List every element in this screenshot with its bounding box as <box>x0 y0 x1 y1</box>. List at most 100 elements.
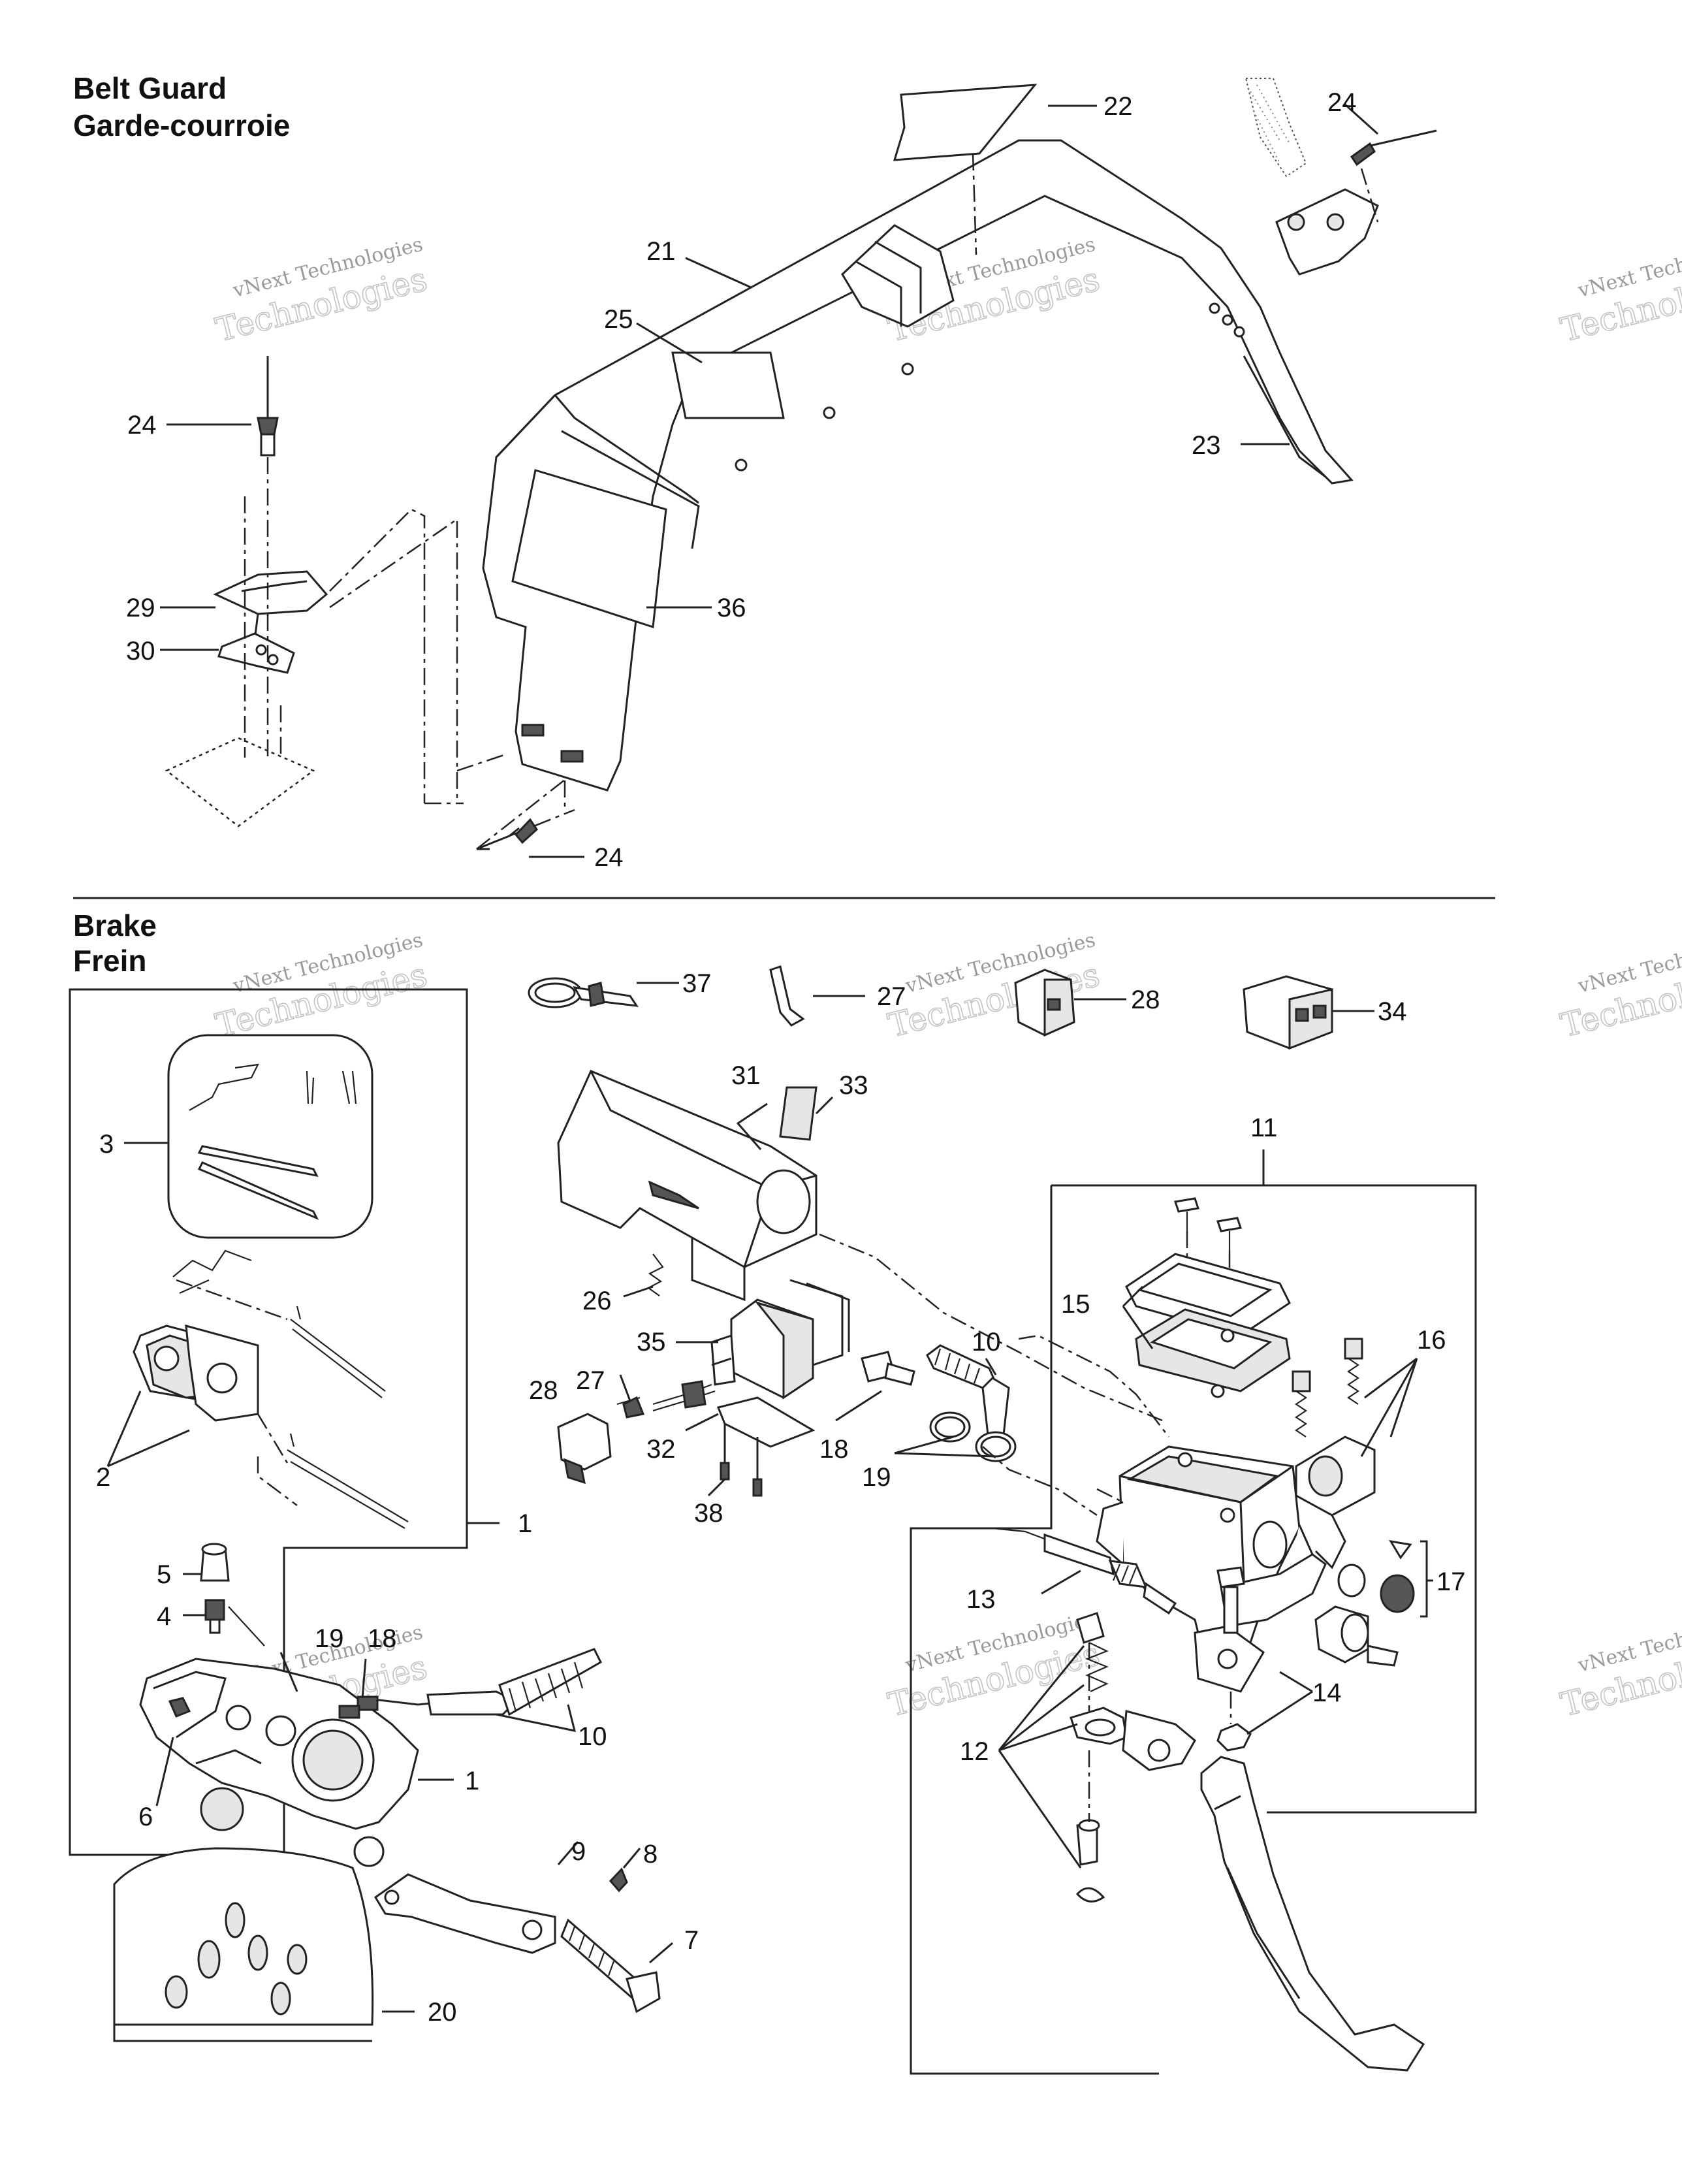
hole <box>901 362 914 376</box>
rivet-24-left <box>257 356 279 457</box>
belt-guard-assembly <box>165 78 1437 850</box>
callout-12: 12 <box>960 1737 989 1766</box>
callout-1: 1 <box>518 1509 532 1538</box>
pin-kit-parts <box>189 1063 357 1220</box>
master-cylinder-body <box>1096 1445 1327 1693</box>
callout-37: 37 <box>682 969 712 998</box>
callout-29: 29 <box>126 594 155 622</box>
guard-edge <box>495 394 556 458</box>
callout-38: 38 <box>694 1499 723 1528</box>
callout-18: 18 <box>819 1435 849 1464</box>
dash-line <box>244 457 282 758</box>
callout-14: 14 <box>1312 1678 1342 1707</box>
callout-26: 26 <box>582 1287 612 1315</box>
callout-30: 30 <box>126 637 155 666</box>
master-cylinder-box-lower <box>910 1185 1159 2075</box>
brake-title-fr: Frein <box>73 944 147 978</box>
clamp-screws-16 <box>1292 1338 1363 1437</box>
bracket-29 <box>213 570 328 615</box>
switch-housing-31 <box>557 1070 817 1302</box>
bleeder-cap-top <box>201 1543 227 1556</box>
callout-35: 35 <box>637 1328 666 1357</box>
handlebar-clamp <box>1295 1436 1376 1569</box>
callout-33: 33 <box>839 1071 868 1100</box>
plate-32 <box>716 1396 816 1448</box>
screws-38 <box>720 1424 763 1497</box>
callout-1: 1 <box>465 1767 479 1795</box>
callout-16: 16 <box>1417 1326 1446 1355</box>
callout-15: 15 <box>1061 1290 1090 1319</box>
callout-36: 36 <box>717 594 746 622</box>
callout-10: 10 <box>972 1328 1001 1357</box>
rivet-24-bottom <box>476 777 575 850</box>
callout-25: 25 <box>604 305 633 334</box>
bracket-hole <box>1287 213 1305 231</box>
brake-hose-lower <box>338 1648 602 1719</box>
dash-line <box>1360 168 1379 223</box>
belt-guard-title: Belt Guard <box>73 71 227 105</box>
callout-17: 17 <box>1436 1567 1466 1596</box>
belt-guard-title-fr: Garde-courroie <box>73 108 291 142</box>
callout-24: 24 <box>1327 88 1357 117</box>
callout-numbers: 22 24 21 25 24 23 36 29 30 24 37 27 28 3… <box>96 88 1466 2027</box>
connector-34 <box>1243 975 1333 1050</box>
callout-7: 7 <box>684 1926 699 1955</box>
brake-lever <box>1122 1710 1425 2072</box>
banjo-bolt-18-upper <box>861 1351 915 1386</box>
brake-title: Brake <box>73 908 157 942</box>
washers-19-upper <box>929 1411 1017 1462</box>
callout-34: 34 <box>1378 997 1407 1026</box>
guard-edge <box>554 394 699 504</box>
hole <box>255 644 267 656</box>
callout-9: 9 <box>571 1837 586 1866</box>
hole <box>823 406 836 419</box>
brake-pads <box>133 1249 259 1422</box>
callout-32: 32 <box>646 1435 676 1464</box>
terminal-27-lower <box>616 1380 716 1419</box>
callout-18: 18 <box>368 1624 397 1653</box>
caliper-bracket-9 <box>373 1873 556 1954</box>
callout-5: 5 <box>157 1560 171 1589</box>
washer-8 <box>609 1867 628 1893</box>
callout-10: 10 <box>578 1722 607 1751</box>
brake-light-switch-13 <box>992 1527 1177 1615</box>
callout-3: 3 <box>99 1130 114 1159</box>
top-clip <box>841 224 955 328</box>
brake-hose-upper <box>926 1344 1010 1448</box>
dash-line <box>972 153 977 255</box>
bracket-hole <box>1326 213 1344 231</box>
pad-pins <box>176 1279 409 1529</box>
spring-26 <box>646 1253 664 1296</box>
hole <box>1222 314 1233 326</box>
callout-19: 19 <box>315 1624 344 1653</box>
callout-22: 22 <box>1103 92 1133 121</box>
callout-20: 20 <box>428 1998 457 2027</box>
caliper-kit-box <box>69 988 468 1856</box>
bracket-23 <box>1275 188 1379 276</box>
dash-line <box>1018 1334 1169 1437</box>
pivot-bolt-14 <box>1216 1566 1252 1752</box>
cable-tie-37 <box>528 977 639 1008</box>
callout-6: 6 <box>138 1803 153 1831</box>
hole <box>1233 326 1245 338</box>
caliper-body <box>139 1658 419 1867</box>
leader <box>228 1606 265 1646</box>
decal-22 <box>893 84 1038 161</box>
lever-pivot-12 <box>1070 1612 1128 1903</box>
brake-disc-20 <box>113 1847 374 2042</box>
bleeder-screw-4 <box>204 1599 225 1634</box>
decal-25 <box>671 351 785 419</box>
decal-33 <box>779 1086 817 1141</box>
hole <box>1209 302 1220 314</box>
switch-35 <box>710 1279 850 1400</box>
reservoir-cover-15 <box>1125 1253 1291 1398</box>
callout-2: 2 <box>96 1463 110 1492</box>
rivet-24-top-right <box>1350 129 1437 167</box>
callout-31: 31 <box>731 1061 761 1090</box>
mounting-surface <box>165 737 315 827</box>
callout-leaders <box>106 103 1433 2013</box>
callout-13: 13 <box>966 1585 996 1614</box>
callout-11: 11 <box>1250 1114 1278 1142</box>
slot <box>560 750 584 763</box>
